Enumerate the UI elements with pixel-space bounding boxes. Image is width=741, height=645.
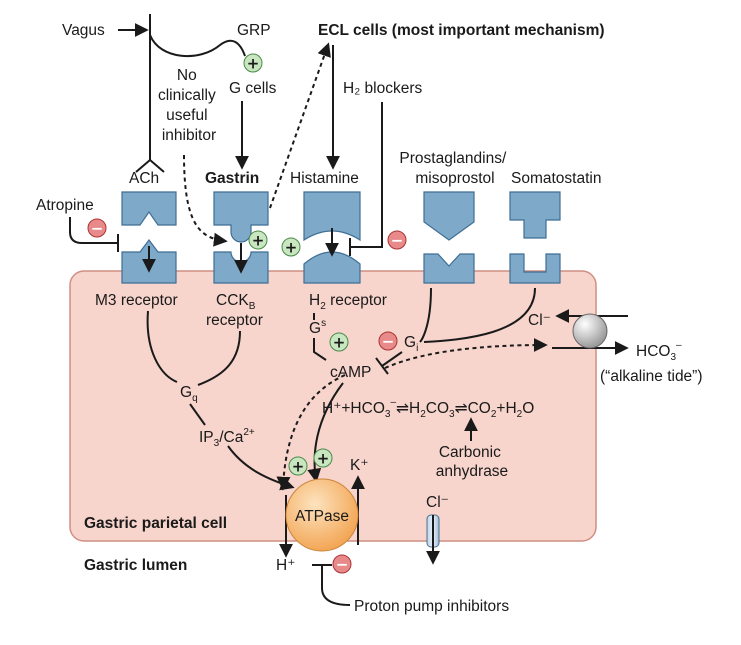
gs-label: Gs [309,318,326,337]
camp-label: cAMP [330,364,371,381]
ip3-ca-label: IP3/Ca2+ [199,427,255,449]
cckb-receptor-label: CCKB receptor [206,292,263,329]
gastrin-label: Gastrin [205,170,259,187]
somatostatin-label: Somatostatin [511,170,601,187]
cl-bottom-label: Cl⁻ [426,494,449,511]
svg-text:−: − [391,232,404,250]
h-plus-label: H⁺ [276,557,295,574]
gastric-lumen-label: Gastric lumen [84,557,187,574]
plus-icon: + [281,237,301,257]
prostaglandins-label: Prostaglandins/ misoprostol [399,150,510,187]
svg-text:+: + [292,458,305,476]
prostaglandin-ligand [423,191,475,241]
gi-inhibit-bar [375,357,389,375]
gastrin-ligand [213,191,269,243]
to-hco3-dashed-arrow [384,338,548,369]
gs-to-camp-line [313,338,327,361]
gastrin-to-cckb-dashed-arrow [183,154,228,247]
plus-icon: + [243,53,263,73]
ppi-inhibit-line [321,565,351,606]
grp-label: GRP [237,22,271,39]
exchanger-icon [572,313,608,349]
svg-text:−: − [336,556,349,574]
atpase-pump [285,478,359,552]
prostaglandin-receptor-shape [423,253,475,284]
g-cells-label: G cells [229,80,277,97]
prostaglandin-to-gi-line [419,287,432,343]
histamine-ligand [303,191,361,242]
somatostatin-ligand [509,191,561,239]
somatostatin-to-gi-line [423,287,536,343]
gq-to-ip3-line [189,403,206,426]
gi-label: Gi [404,334,418,354]
ach-branch [135,159,165,173]
minus-icon: − [332,554,352,574]
ppi-label: Proton pump inhibitors [354,598,509,615]
svg-text:+: + [333,334,346,352]
atropine-inhibit-line [69,217,118,244]
h2-receptor-shape [303,251,361,284]
ach-label: ACh [129,170,159,187]
svg-text:+: + [317,450,330,468]
gi-inhibit-line [381,351,403,367]
camp-dashed-arrow [276,374,346,491]
atropine-label: Atropine [36,197,94,214]
carbonic-anhydrase-label: Carbonic anhydrase [436,444,508,480]
svg-text:−: − [91,220,104,238]
h2-receptor-label: H2 receptor [309,292,387,312]
cl-top-label: Cl⁻ [528,312,551,329]
gq-label: Gq [180,384,198,404]
minus-icon: − [378,331,398,351]
grp-branch [149,34,246,58]
plus-icon: + [329,332,349,352]
somatostatin-receptor-shape [509,253,561,284]
minus-icon: − [87,218,107,238]
svg-text:−: − [382,333,395,351]
h2-blocker-inhibit-line [350,102,383,248]
svg-text:+: + [252,232,265,250]
cckb-to-gq-line [197,330,241,386]
plus-icon: + [248,230,268,250]
no-inhibitor-label: No clinically useful inhibitor [158,67,220,144]
ach-ligand [121,191,177,226]
atpase-label: ATPase [295,508,349,525]
plus-icon: + [313,448,333,468]
svg-text:+: + [285,239,298,257]
reaction-equation: H⁺+HCO3–⇌H2CO3⇌CO2+H2O [322,397,534,420]
plus-icon: + [288,456,308,476]
parietal-cell-label: Gastric parietal cell [84,515,227,532]
alkaline-tide-label: (“alkaline tide”) [600,368,703,385]
histamine-label: Histamine [290,170,359,187]
vagus-label: Vagus [62,22,105,39]
hco3-label: HCO3– [636,340,682,363]
m3-receptor-label: M3 receptor [95,292,178,309]
svg-text:+: + [247,55,260,73]
ecl-cells-label: ECL cells (most important mechanism) [318,22,605,39]
k-plus-label: K⁺ [350,457,369,474]
gastrin-to-ecl-dashed-arrow [269,42,331,209]
minus-icon: − [387,230,407,250]
camp-to-atpase-arrow [307,382,344,483]
m3-to-gq-line [146,310,178,383]
h2-blockers-label: H₂ blockers [343,80,422,97]
